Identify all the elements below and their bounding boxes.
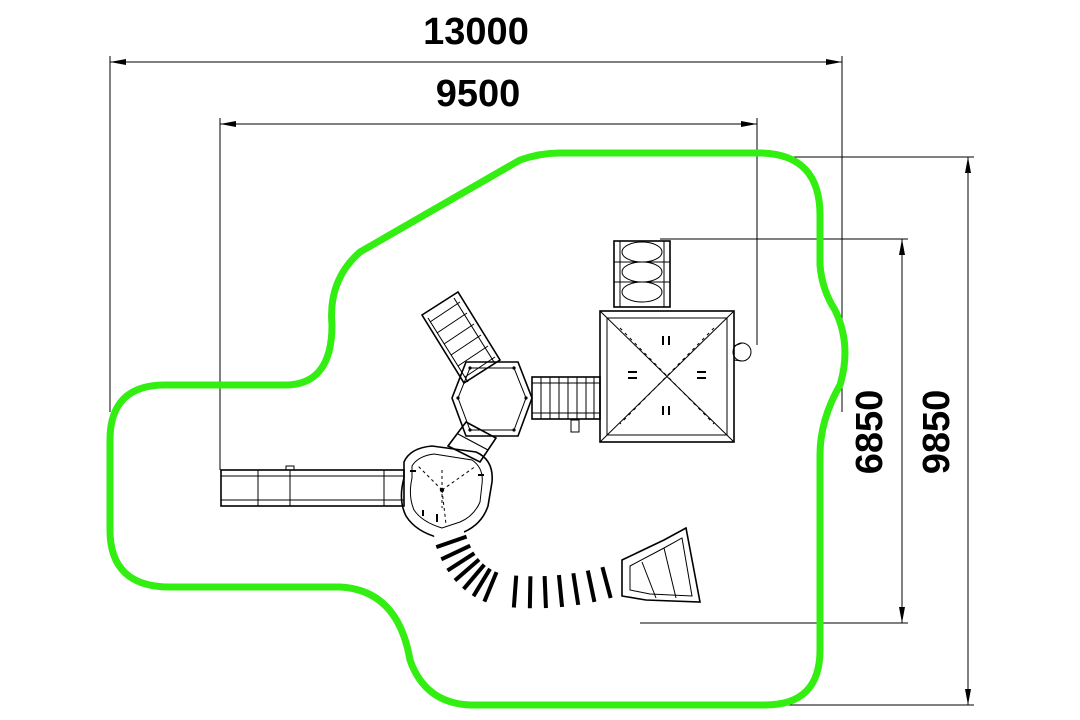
arrowhead [899, 239, 905, 255]
lower-deck-marks [410, 470, 484, 522]
safety-zone-boundary [106, 149, 849, 709]
tube-inner [433, 526, 627, 608]
tube-ring-band [462, 563, 486, 591]
tube-ring-band [511, 575, 519, 608]
arrowhead [965, 689, 971, 705]
ladder-rail [427, 317, 469, 383]
connecting-bridge [531, 376, 601, 433]
hex-deck-outline [451, 361, 533, 437]
arrowhead [741, 121, 757, 127]
connector-outline [446, 420, 498, 464]
lower-deck [400, 445, 493, 539]
slide-clip [285, 465, 295, 471]
dimension-inner-height: 6850 [640, 238, 908, 624]
tube-ring-band [482, 571, 499, 603]
roof-panel-marks [628, 336, 706, 415]
square-tower-roof [599, 310, 752, 443]
tube-ring-band [556, 574, 565, 608]
tube-ring-band [453, 558, 481, 582]
slide-exit-line [641, 561, 657, 599]
panel-bracket [733, 359, 743, 362]
ladder-rungs [429, 301, 496, 378]
dimension-overall-height: 9850 [770, 156, 974, 706]
bridge-post [570, 419, 580, 433]
slide-bed [220, 469, 405, 507]
ladder-rail [453, 297, 495, 363]
roof-hidden-line [619, 327, 715, 425]
connector-step [457, 433, 489, 451]
lower-connector [446, 420, 498, 464]
inner-width-label: 9500 [436, 73, 521, 115]
tube-ring-band [600, 566, 613, 599]
overall-height-label: 9850 [916, 390, 958, 475]
tube-ring-band [542, 575, 548, 609]
tube-ring-band [585, 570, 597, 603]
roof-apex [439, 487, 445, 493]
deck-bolts [456, 366, 528, 432]
ladder-outline [420, 290, 502, 385]
slide-exit [621, 526, 701, 603]
tube-ring-band [471, 567, 492, 598]
hex-deck-inner [457, 367, 527, 431]
slide-exit-line [663, 547, 677, 599]
arrowhead [110, 59, 126, 65]
tube-ring-band [440, 543, 472, 562]
tube-rings [435, 534, 613, 609]
slide-exit-inner [629, 537, 693, 597]
tower-roof-inner [606, 317, 728, 436]
lower-deck-roof-lines [417, 465, 477, 525]
climber-ring [621, 241, 663, 263]
climber-ring [621, 281, 663, 303]
tube-ring-band [435, 534, 468, 549]
lower-deck-inner [409, 453, 483, 529]
roof-ridge-diagonal [599, 310, 735, 443]
tube-slide [433, 526, 701, 609]
arrowhead [965, 157, 971, 173]
climber-ring [621, 261, 663, 283]
spiral-climber [613, 240, 671, 308]
climber-frame [613, 240, 671, 308]
tube-ring-band [446, 551, 476, 573]
arrowhead [220, 121, 236, 127]
arrowhead [826, 59, 842, 65]
roof-hidden-line [619, 327, 715, 425]
dimension-inner-width: 9500 [219, 73, 758, 470]
overall-width-label: 13000 [423, 11, 529, 53]
panel-bracket [733, 342, 743, 347]
dimension-overall-width: 13000 [109, 11, 843, 412]
tube-ring-band [571, 572, 581, 606]
inner-height-label: 6850 [849, 390, 891, 475]
straight-slide [220, 465, 405, 507]
access-ladder [420, 290, 502, 385]
bridge-planks [540, 377, 595, 419]
tube-ring-band [527, 576, 533, 609]
lower-deck-outline [400, 445, 493, 539]
arrowhead [899, 607, 905, 623]
hexagonal-deck [451, 361, 533, 437]
